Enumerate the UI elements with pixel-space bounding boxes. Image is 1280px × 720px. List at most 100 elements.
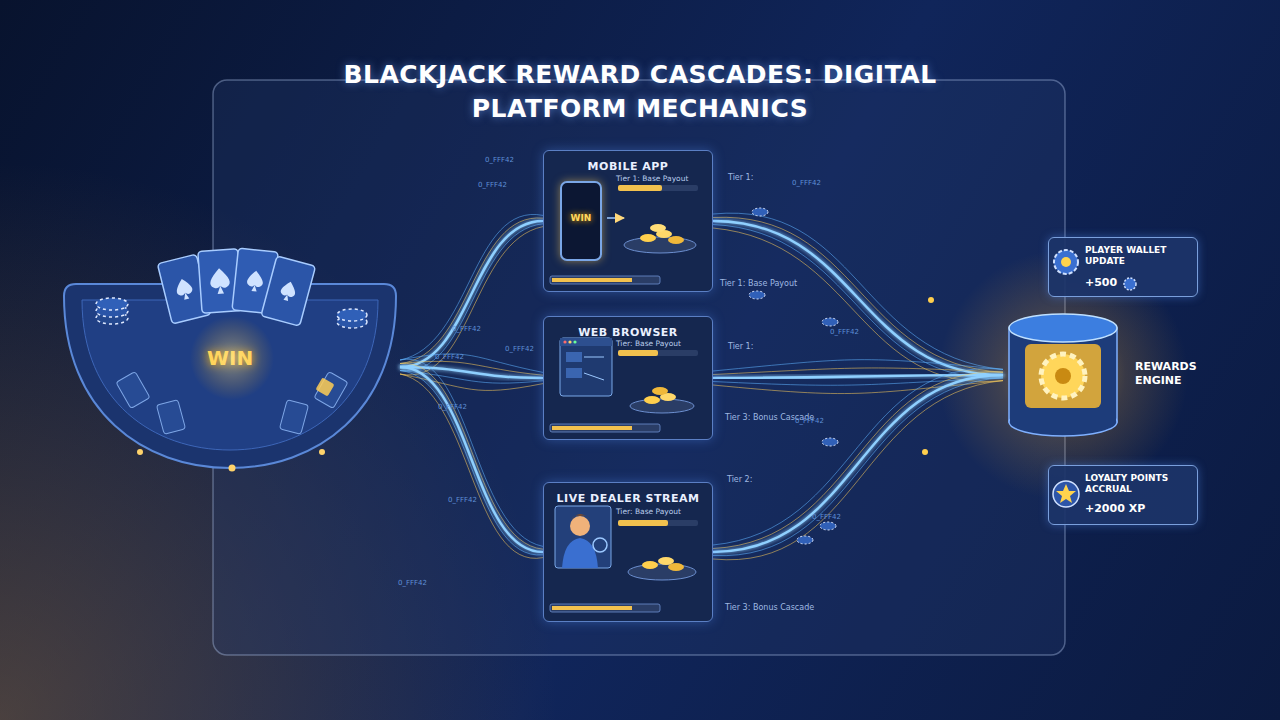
browser-panel-art <box>568 340 571 343</box>
card-value: +500 <box>1085 276 1165 289</box>
tier-label: Tier 2: <box>727 475 752 485</box>
playing-cards <box>157 254 211 324</box>
loyalty-star <box>1053 481 1079 507</box>
chip-stack <box>96 298 367 328</box>
panel-heading: WEB BROWSER <box>544 326 712 339</box>
browser-panel-art <box>618 350 658 356</box>
browser-panel-art <box>660 393 676 401</box>
table-lights <box>137 449 143 455</box>
mobile-panel-art <box>668 236 684 244</box>
playing-cards <box>232 248 278 314</box>
flow-chips <box>749 291 765 299</box>
win-text: WIN <box>195 346 265 370</box>
flow-chips <box>820 522 836 530</box>
card-value: +2000 XP <box>1085 502 1165 515</box>
chip-stack <box>96 312 128 324</box>
live-dealer-art <box>618 520 668 526</box>
phone-screen: WIN <box>560 181 602 261</box>
flow-chips <box>797 536 813 544</box>
platform-panel: WEB BROWSERTier: Base Payout <box>543 316 713 440</box>
engine-label: REWARDS ENGINE <box>1135 360 1227 388</box>
table-card-slots <box>116 372 348 435</box>
flow-strand <box>400 374 543 558</box>
flow-chips <box>752 208 768 216</box>
mobile-panel-art <box>607 217 624 219</box>
live-dealer-art <box>658 557 674 565</box>
chip-stack <box>96 298 128 310</box>
flow-strand <box>400 224 543 371</box>
table-card-slots <box>116 372 150 409</box>
hex-code-label: 0_FFF42 <box>478 180 507 190</box>
loyalty-star <box>1056 484 1076 503</box>
mobile-panel-art <box>618 185 662 191</box>
playing-cards <box>157 254 211 324</box>
playing-cards <box>198 249 242 314</box>
table-lights <box>315 377 334 396</box>
flow-chips <box>749 208 934 544</box>
mobile-panel-art <box>550 276 660 284</box>
flow-strand <box>713 217 1003 372</box>
engine-core <box>1025 344 1101 408</box>
browser-panel-art <box>652 387 668 395</box>
flow-strand <box>400 227 543 375</box>
browser-panel-art <box>618 350 698 356</box>
flow-strand <box>713 225 1003 379</box>
diagram-title: BLACKJACK REWARD CASCADES: DIGITAL PLATF… <box>340 58 940 126</box>
mobile-panel-art <box>624 237 696 253</box>
playing-cards <box>261 256 316 326</box>
tier-text: Tier: Base Payout <box>616 339 710 348</box>
cylinder-shape <box>1003 310 1123 440</box>
hex-code-label: 0_FFF42 <box>485 155 514 165</box>
flow-connector <box>400 221 543 367</box>
playing-cards <box>198 249 242 314</box>
flow-chips <box>822 438 838 446</box>
flow-strand <box>713 228 1003 382</box>
wallet-icons <box>1061 257 1071 267</box>
live-dealer-art <box>618 520 698 526</box>
browser-panel-art <box>563 340 566 343</box>
loyalty-card: LOYALTY POINTS ACCRUAL+2000 XP <box>1048 465 1198 525</box>
panel-heading: LIVE DEALER STREAM <box>544 492 712 505</box>
card-heading: PLAYER WALLET UPDATE <box>1085 245 1193 267</box>
live-dealer-art <box>628 564 696 580</box>
tier-text: Tier: Base Payout <box>616 507 710 516</box>
table-felt <box>82 300 378 450</box>
live-dealer-art <box>552 606 632 610</box>
table-lights <box>137 377 335 471</box>
engine-gear <box>1041 354 1085 398</box>
flow-connector <box>1085 440 1087 465</box>
mobile-panel-art <box>650 224 666 232</box>
flow-strand <box>400 354 543 373</box>
browser-panel-art <box>560 338 612 346</box>
flow-strand <box>713 213 1003 369</box>
gear-hub <box>1055 368 1071 384</box>
playing-cards <box>157 248 315 326</box>
flow-strand <box>713 372 1003 549</box>
hex-code-label: 0_FFF42 <box>452 324 481 334</box>
browser-panel-art <box>630 399 694 413</box>
wallet-icons <box>1124 278 1136 290</box>
rewards-engine-cylinder: REWARDS ENGINE <box>1003 310 1123 440</box>
flow-strand <box>400 218 543 364</box>
flow-chips <box>822 318 838 326</box>
playing-cards <box>209 268 230 295</box>
flow-strand <box>400 359 543 546</box>
win-text: WIN <box>562 213 600 223</box>
flow-connector <box>713 375 1003 552</box>
flow-strand <box>713 378 1003 556</box>
mobile-panel-art <box>656 230 672 238</box>
flow-chips <box>928 297 934 303</box>
flow-strand <box>713 360 1003 371</box>
browser-panel-art <box>566 352 582 362</box>
panel-heading: MOBILE APP <box>544 160 712 173</box>
hex-code-label: 0_FFF42 <box>795 416 824 426</box>
table-lights <box>319 449 325 455</box>
flow-strand <box>713 381 1003 560</box>
flow-connector <box>713 221 1003 375</box>
tier-label: Tier 1: <box>728 342 753 352</box>
tier-label: Tier 3: Bonus Cascade <box>725 603 814 613</box>
mobile-panel-art <box>640 234 656 242</box>
flow-connector <box>1085 297 1087 310</box>
